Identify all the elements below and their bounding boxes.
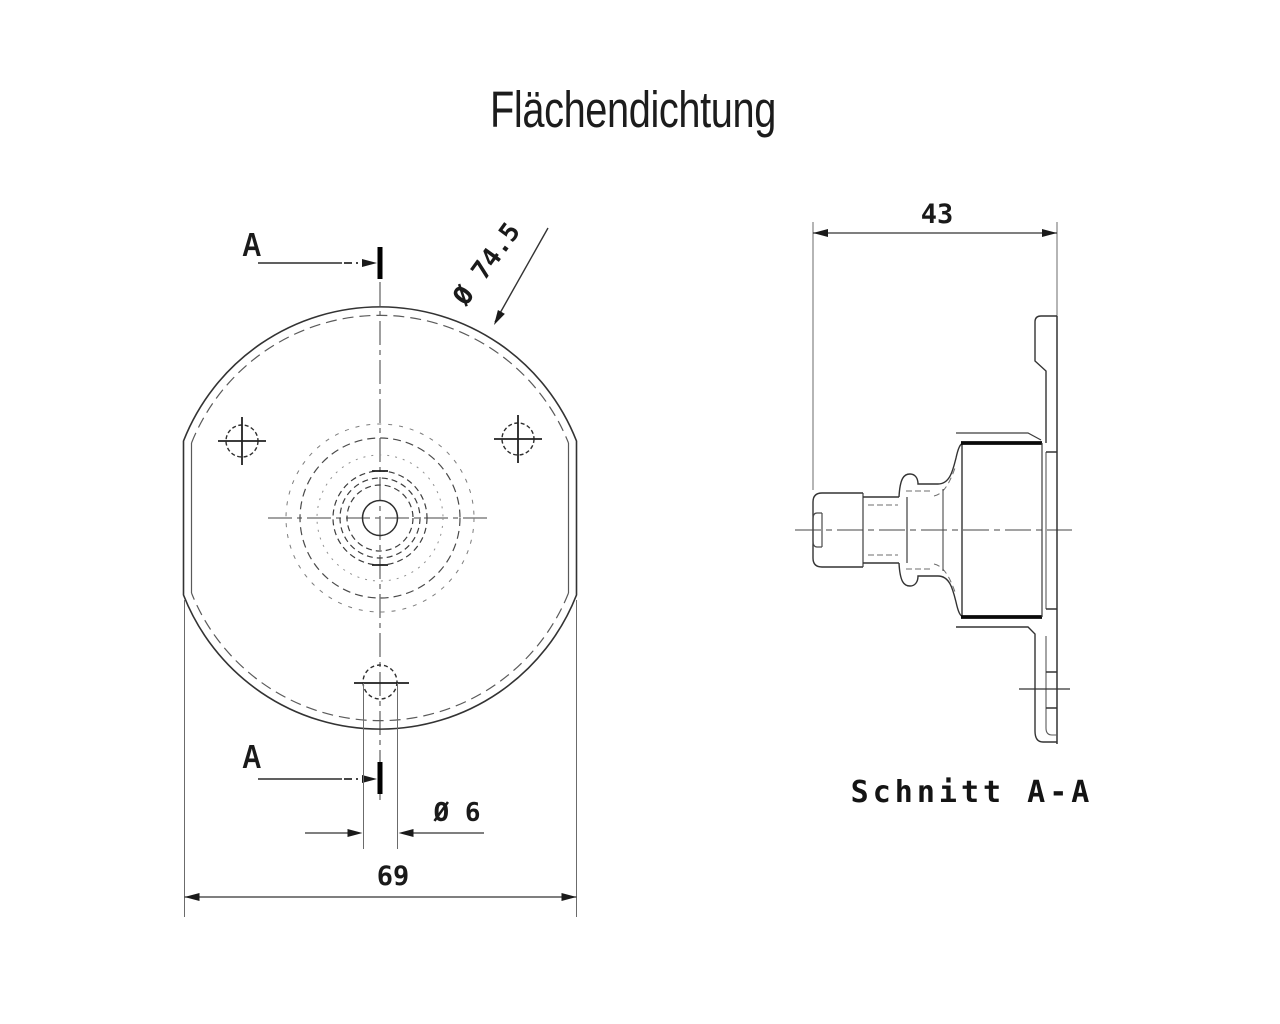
section-view: 43	[795, 199, 1094, 810]
bottom-hole	[354, 664, 409, 700]
gasket-inner-contour-top	[190, 314, 570, 444]
dim-outer-diameter: Ø 74.5	[447, 217, 549, 325]
dim-width: 69	[184, 600, 577, 917]
dim-outer-diameter-label: Ø 74.5	[447, 217, 527, 311]
dim-width-label: 69	[377, 861, 410, 892]
dim-depth: 43	[812, 199, 1058, 490]
nozzle-step-cylinder	[863, 490, 932, 570]
nozzle-ridge-and-cone	[898, 442, 965, 618]
bolt-hole-right	[494, 415, 542, 463]
dim-depth-label: 43	[921, 199, 954, 230]
gasket-inner-contour-bottom	[190, 592, 570, 722]
central-boss-circles	[285, 423, 475, 613]
dim-hole-diameter: Ø 6	[305, 683, 484, 849]
section-letter-top: A	[242, 228, 262, 264]
nozzle-tip	[812, 492, 864, 568]
section-caption: Schnitt A-A	[851, 775, 1094, 810]
main-cylinder	[956, 432, 1043, 619]
section-marker-top: A	[242, 228, 383, 279]
section-letter-bottom: A	[242, 740, 262, 776]
dim-hole-diameter-label: Ø 6	[433, 798, 481, 828]
flange-plate	[956, 315, 1070, 744]
drawing-title: Flächendichtung	[490, 81, 776, 138]
front-view: A A Ø 74.5 Ø 6	[182, 217, 578, 917]
gasket-outer-contour	[182, 306, 578, 730]
section-marker-bottom: A	[242, 740, 383, 794]
bolt-hole-left	[218, 417, 266, 465]
